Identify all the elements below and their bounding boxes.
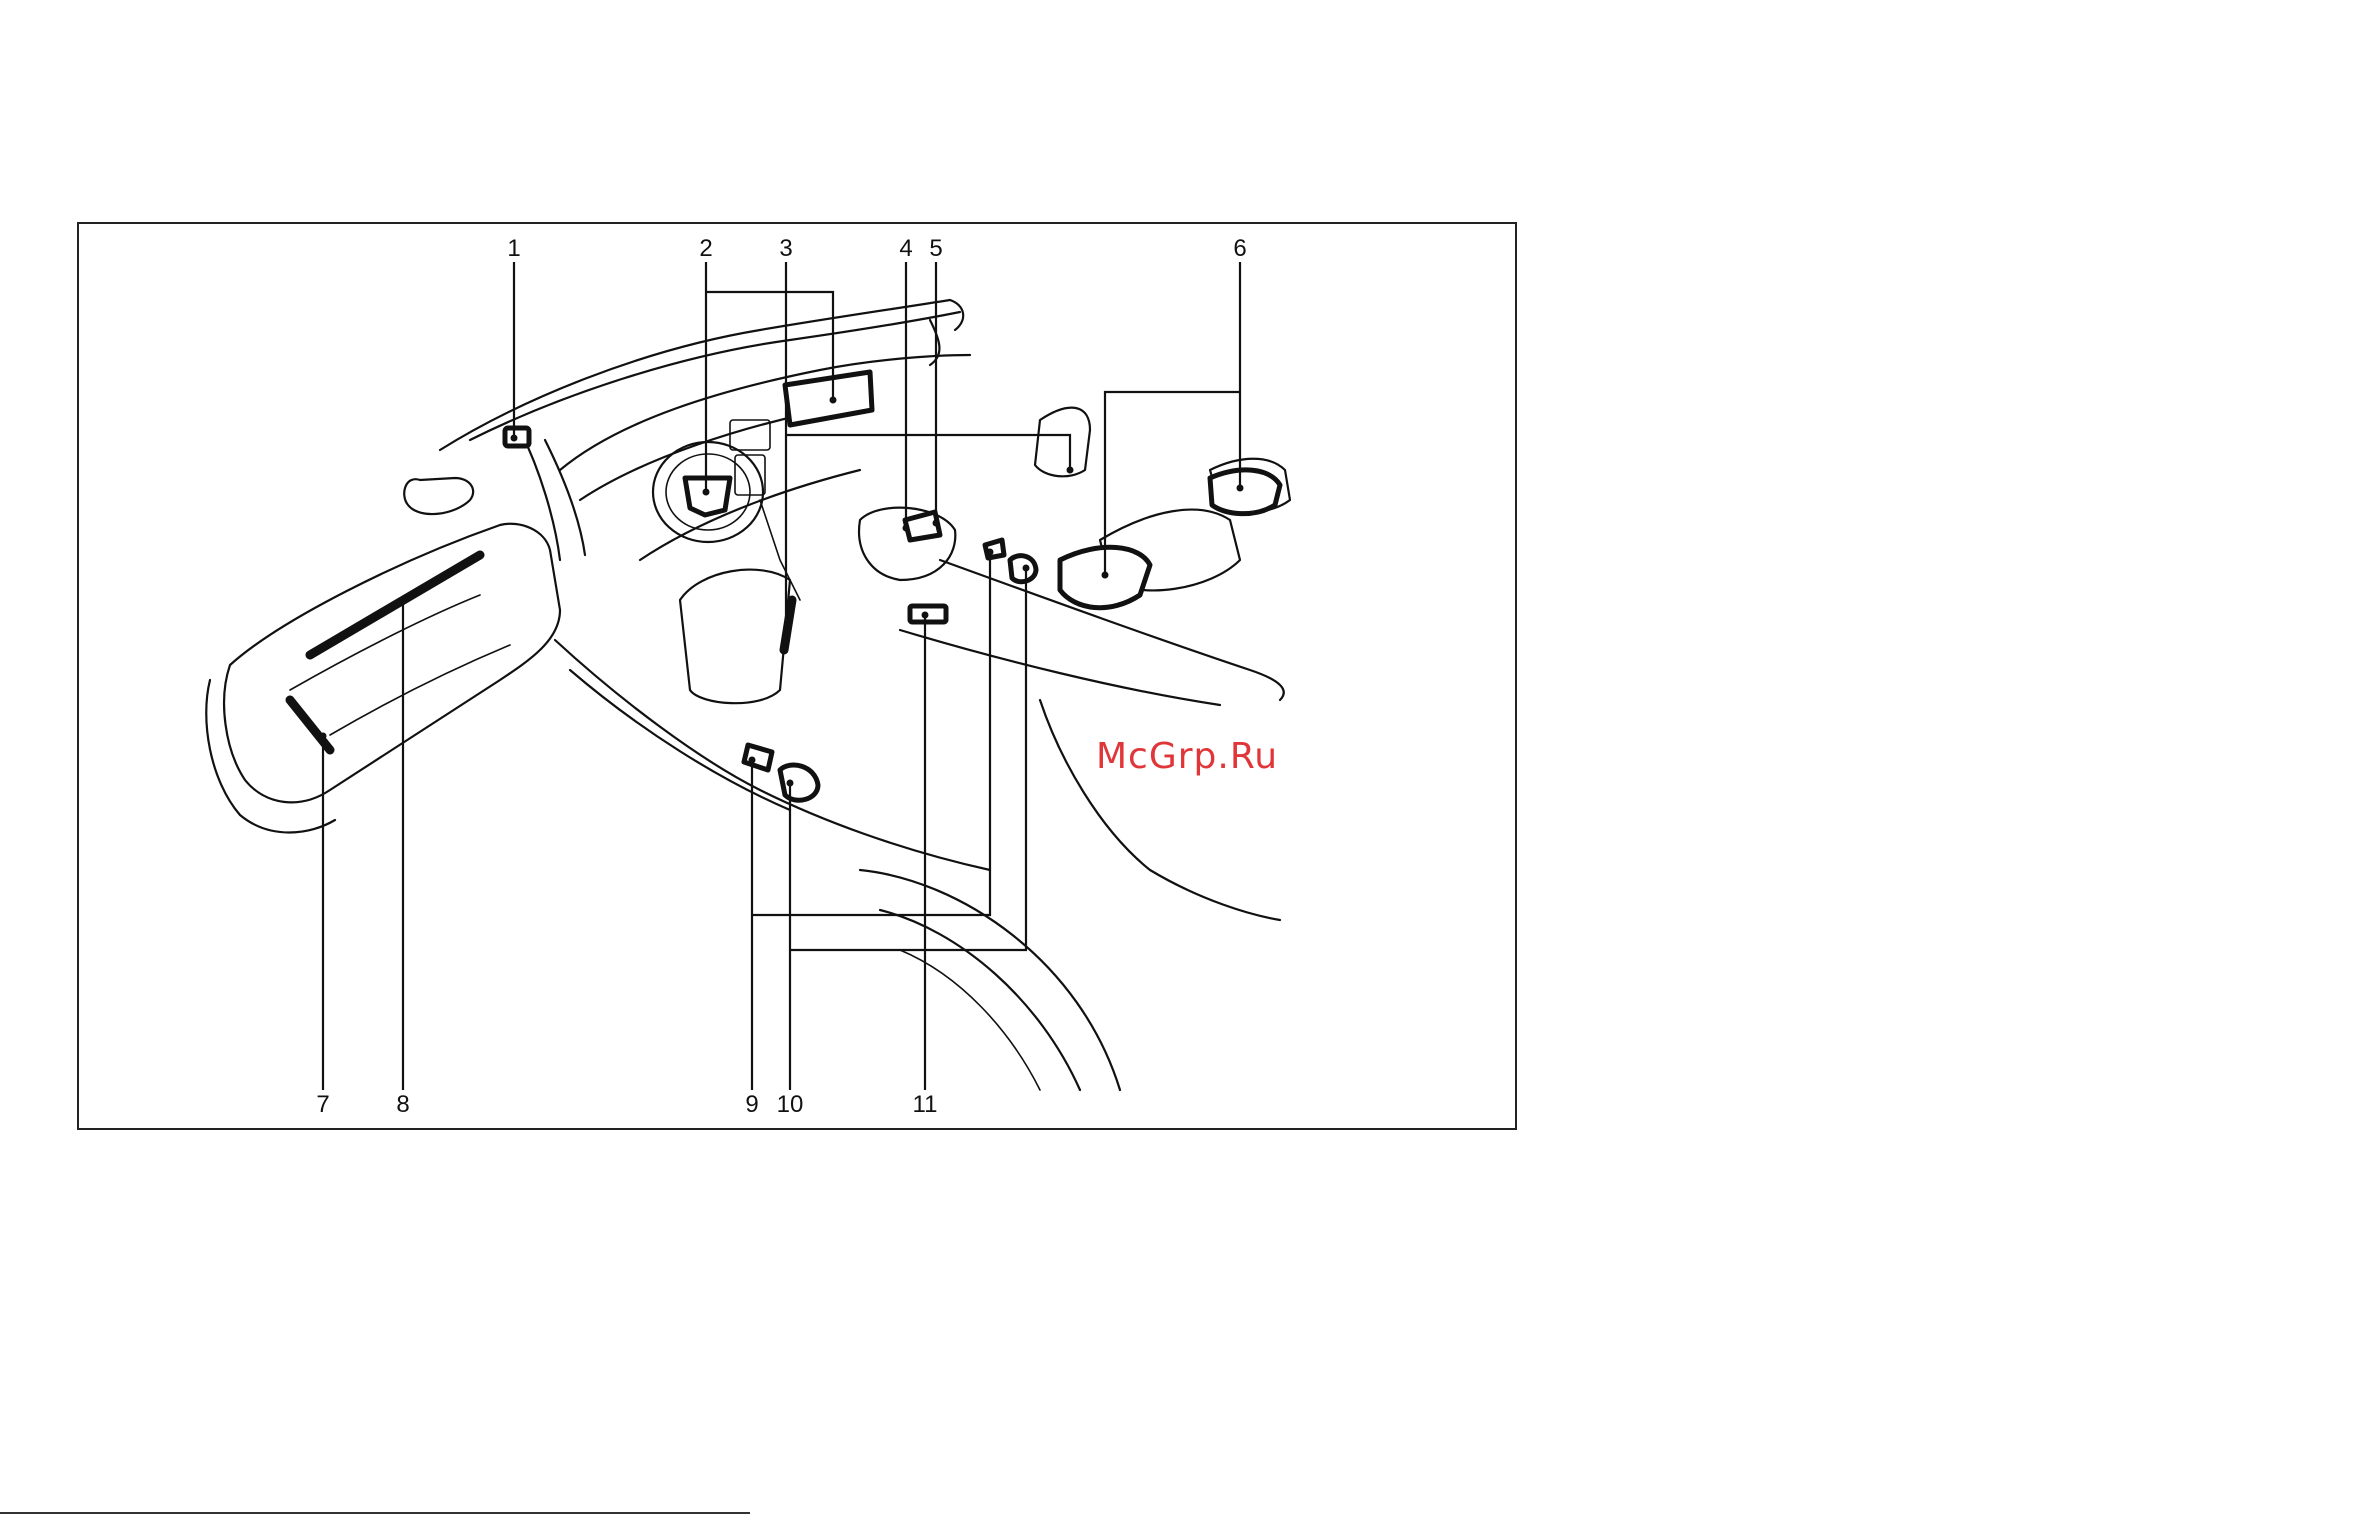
part-2-dash-panel <box>785 372 872 425</box>
callout-11: 11 <box>913 1091 938 1118</box>
callout-5: 5 <box>929 235 942 262</box>
part-2-wheel-hub <box>685 478 730 515</box>
callout-7: 7 <box>316 1091 329 1118</box>
callout-6: 6 <box>1233 235 1246 262</box>
footer-rule <box>0 1512 750 1514</box>
callout-8: 8 <box>396 1091 409 1118</box>
part-10 <box>780 765 818 800</box>
callout-9: 9 <box>745 1091 758 1118</box>
callout-1: 1 <box>507 235 520 262</box>
car-body-outline <box>206 300 1290 1090</box>
callout-2: 2 <box>699 235 712 262</box>
callout-4: 4 <box>899 235 912 262</box>
part-9 <box>744 745 772 770</box>
part-9-rear <box>985 540 1004 558</box>
watermark: McGrp.Ru <box>1096 736 1278 777</box>
part-6-right <box>1210 470 1280 514</box>
callout-10: 10 <box>777 1091 804 1118</box>
callout-3: 3 <box>779 235 792 262</box>
